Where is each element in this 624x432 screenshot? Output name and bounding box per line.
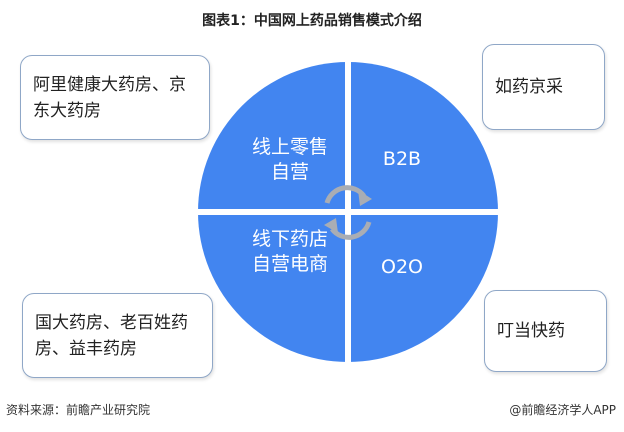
horizontal-divider [190, 209, 506, 215]
quadrant-offline-pharmacy: 线下药店自营电商 [251, 228, 328, 275]
box-text: 阿里健康大药房、京东大药房 [33, 74, 186, 121]
box-text: 叮当快药 [497, 321, 565, 341]
example-box-o2o: 叮当快药 [484, 290, 607, 372]
box-text: 国大药房、老百姓药房、益丰药房 [35, 312, 188, 359]
source-note: 资料来源：前瞻产业研究院 [6, 403, 151, 417]
example-box-b2b: 如药京采 [482, 44, 605, 130]
quadrant-b2b: B2B [382, 148, 422, 170]
chart-title: 图表1：中国网上药品销售模式介绍 [202, 13, 422, 29]
example-box-offline-pharmacy: 国大药房、老百姓药房、益丰药房 [22, 293, 213, 378]
quadrant-o2o: O2O [381, 256, 423, 278]
credit-note: @前瞻经济学人APP [509, 403, 616, 417]
quadrant-online-retail: 线上零售自营 [251, 136, 328, 183]
example-box-online-retail: 阿里健康大药房、京东大药房 [20, 55, 210, 140]
box-text: 如药京采 [495, 77, 563, 97]
